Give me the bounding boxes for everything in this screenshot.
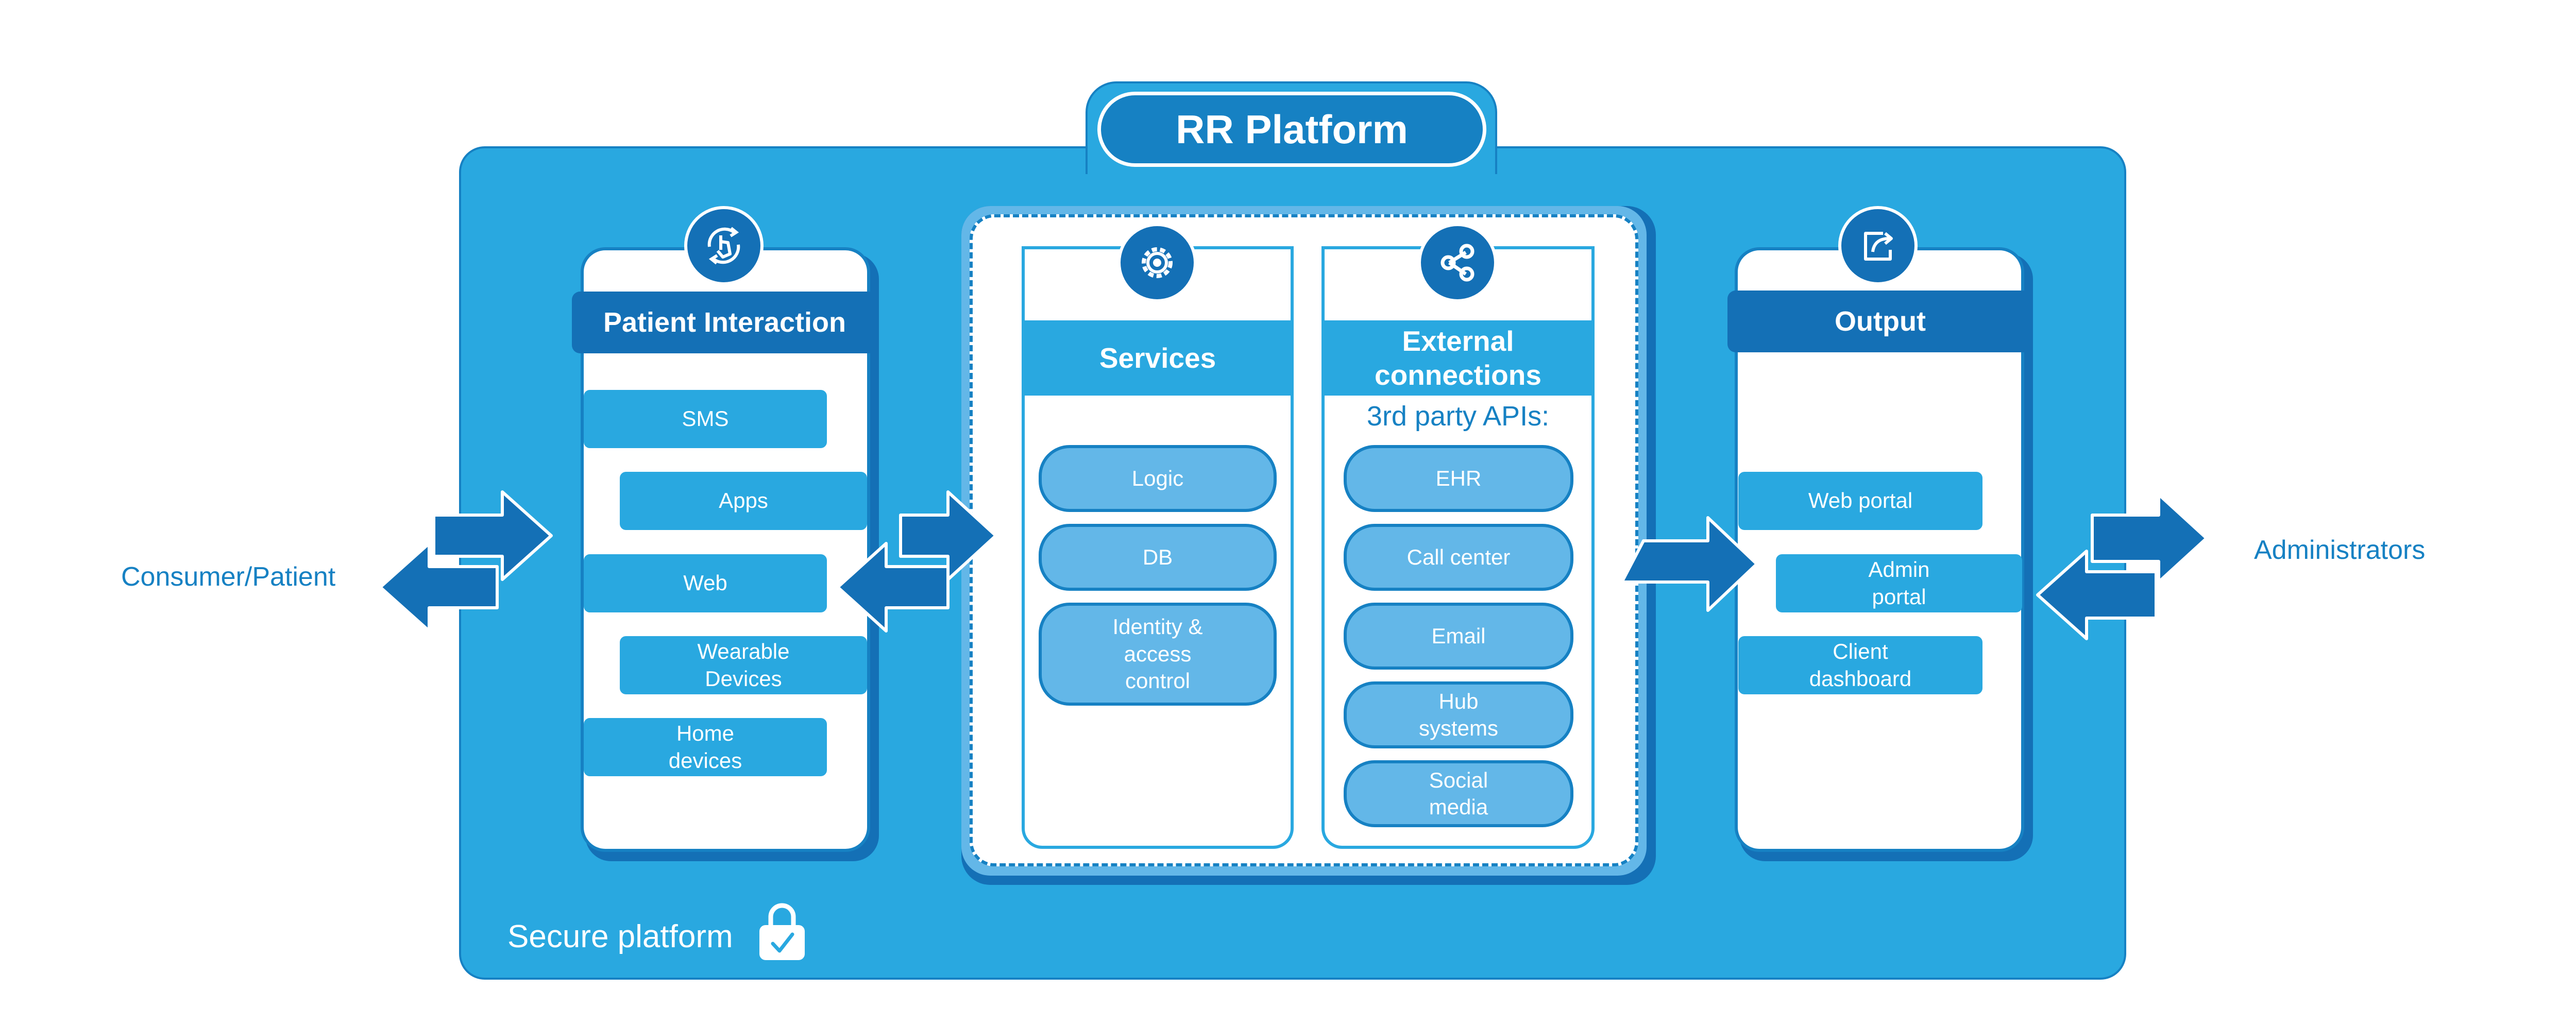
- pill-ehr: EHR: [1344, 445, 1573, 512]
- consumer-patient-label: Consumer/Patient: [121, 562, 336, 592]
- export-icon: [1838, 206, 1918, 285]
- pill-logic: Logic: [1039, 445, 1277, 512]
- item-home-devices: Home devices: [584, 718, 827, 776]
- patient-interaction-heading: Patient Interaction: [572, 292, 877, 353]
- administrators-label: Administrators: [2254, 535, 2426, 565]
- pill-db: DB: [1039, 524, 1277, 591]
- gear-icon: [1117, 223, 1197, 302]
- bidirectional-arrow-right: [2036, 493, 2208, 640]
- item-web: Web: [584, 554, 827, 612]
- platform-title: RR Platform: [1097, 92, 1486, 167]
- bidirectional-arrow-center-left: [836, 490, 997, 633]
- services-heading: Services: [1022, 320, 1294, 396]
- output-heading: Output: [1727, 291, 2033, 352]
- share-nodes-icon: [1418, 223, 1497, 302]
- item-web-portal: Web portal: [1738, 472, 1982, 530]
- pill-identity-access-control: Identity & access control: [1039, 603, 1277, 706]
- item-apps: Apps: [620, 472, 867, 530]
- item-wearable-devices: Wearable Devices: [620, 636, 867, 694]
- padlock-check-icon: [756, 900, 808, 962]
- item-admin-portal: Admin portal: [1776, 554, 2022, 612]
- external-connections-heading: External connections: [1321, 320, 1595, 396]
- item-client-dashboard: Client dashboard: [1738, 636, 1982, 694]
- item-sms: SMS: [584, 390, 827, 448]
- third-party-apis-label: 3rd party APIs:: [1366, 401, 1550, 432]
- pill-email: Email: [1344, 603, 1573, 670]
- pill-hub-systems: Hub systems: [1344, 681, 1573, 748]
- bidirectional-arrow-left: [379, 490, 553, 633]
- touch-refresh-icon: [684, 206, 764, 285]
- pill-call-center: Call center: [1344, 524, 1573, 591]
- arrow-to-output: [1620, 516, 1758, 612]
- secure-platform-label: Secure platform: [507, 918, 733, 954]
- pill-social-media: Social media: [1344, 760, 1573, 827]
